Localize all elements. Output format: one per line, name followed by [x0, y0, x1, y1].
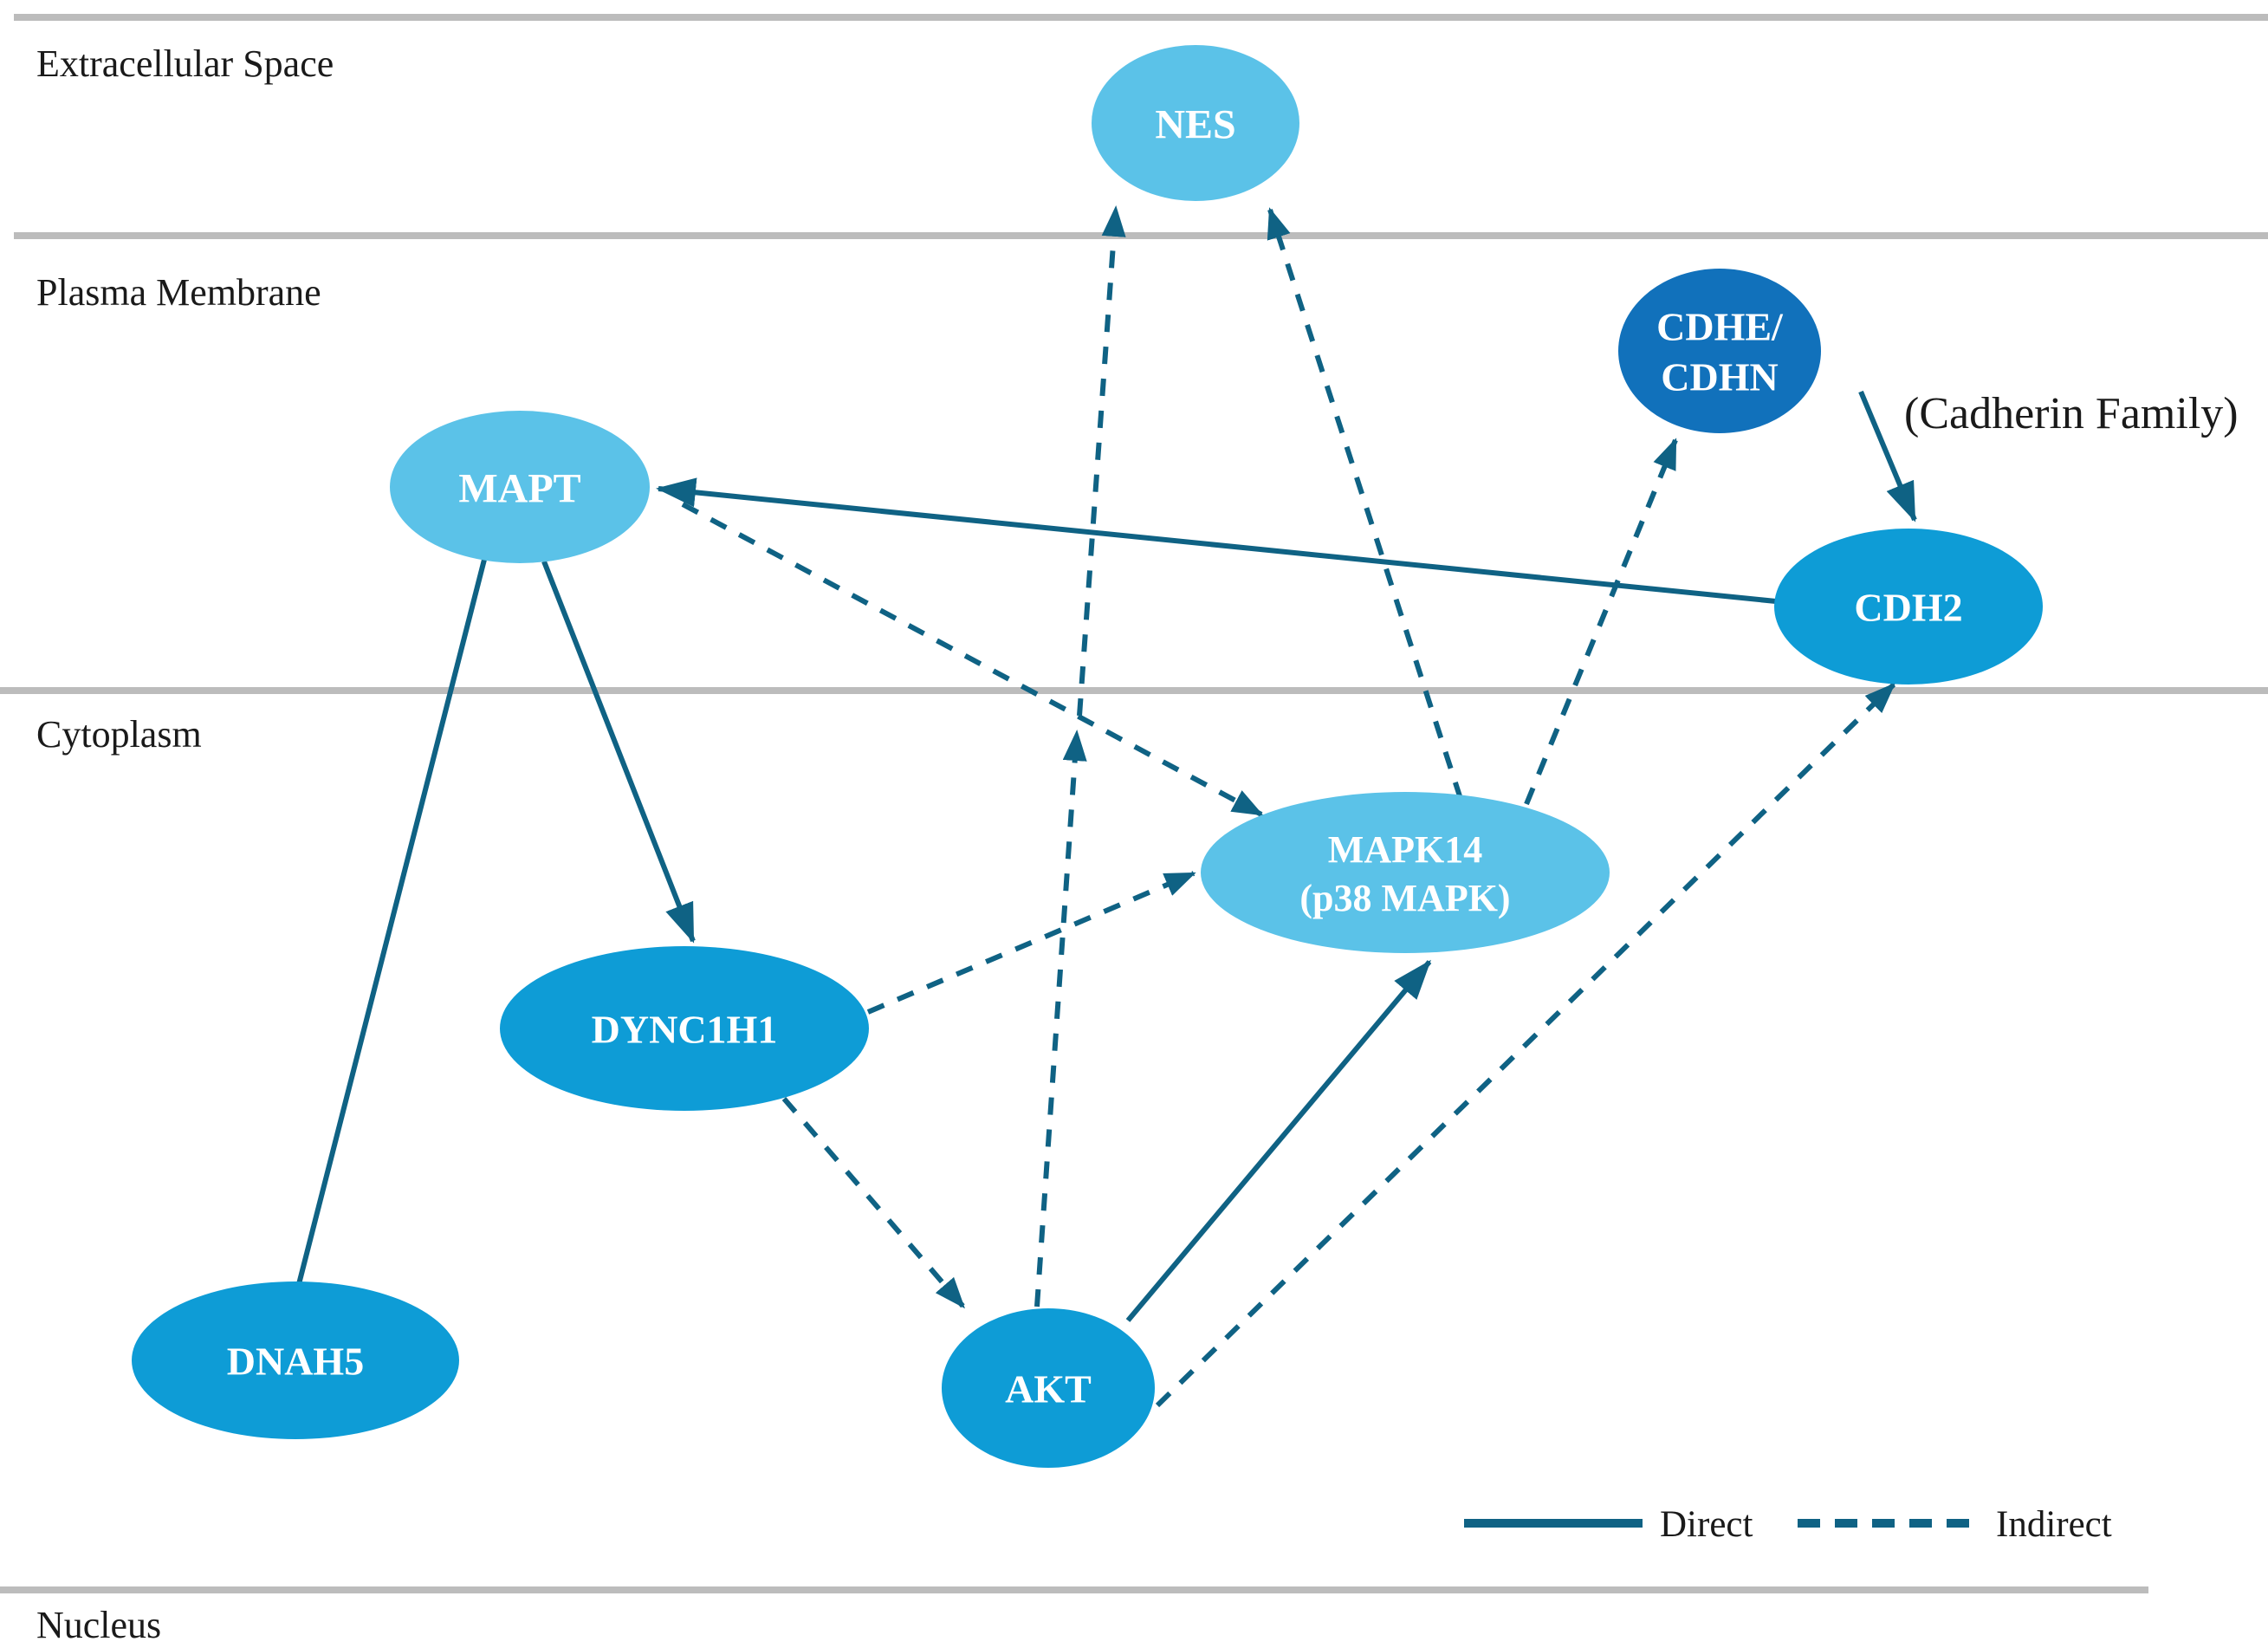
compartment-label-nucleus: Nucleus	[36, 1604, 161, 1646]
edge-indirect-dync1h1-mapk14	[866, 871, 1196, 1015]
node-label-cdhe-cdhn: CDHE/	[1656, 305, 1784, 349]
compartment-label-extracellular-space: Extracellular Space	[36, 42, 334, 85]
edge-indirect-dync1h1-akt	[781, 1097, 966, 1309]
node-ellipse-akt	[942, 1308, 1155, 1468]
cadherin-family-annotation: (Cadherin Family)	[1904, 389, 2239, 438]
edge-indirect-mapt-mapk14	[681, 502, 1264, 817]
node-cdhe-cdhn: CDHE/CDHN	[1618, 269, 1821, 433]
edge-direct-mapt-dync1h1	[541, 560, 696, 944]
edge-direct-cdh2-mapt	[656, 477, 1777, 604]
node-ellipse-nes	[1092, 45, 1299, 201]
legend-direct-label: Direct	[1660, 1504, 1753, 1545]
node-ellipse-cdh2	[1774, 529, 2043, 685]
node-label-mapt: MAPT	[458, 465, 580, 511]
node-dnah5: DNAH5	[132, 1281, 459, 1439]
node-mapt: MAPT	[390, 411, 650, 563]
edge-direct-mapt-dnah5	[296, 555, 488, 1285]
node-label-dnah5: DNAH5	[227, 1340, 364, 1384]
node-ellipse-mapt	[390, 411, 650, 563]
compartment-label-cytoplasm: Cytoplasm	[36, 713, 202, 756]
node-ellipse-cdhe-cdhn	[1618, 269, 1821, 433]
edge-indirect-mapk14-nes	[1267, 207, 1463, 800]
node-label-nes: NES	[1155, 101, 1235, 147]
node-mapk14: MAPK14 (p38 MAPK)	[1201, 792, 1610, 953]
legend-indirect-label: Indirect	[1996, 1504, 2112, 1545]
node-label-cdhe-cdhn: CDHN	[1661, 355, 1778, 399]
edge-indirect-nes-mid-nes	[1077, 205, 1126, 717]
node-label-mapk14: (p38 MAPK)	[1299, 877, 1510, 919]
legend: Direct Indirect	[1464, 1504, 2112, 1545]
node-ellipse-dync1h1	[500, 946, 869, 1111]
node-label-akt: AKT	[1005, 1367, 1092, 1411]
node-cdh2: CDH2	[1774, 529, 2043, 685]
node-ellipse-mapk14	[1201, 792, 1610, 953]
node-label-mapk14: MAPK14	[1328, 828, 1482, 871]
edge-direct-akt-mapk14	[1125, 959, 1432, 1322]
node-akt: AKT	[942, 1308, 1155, 1468]
edge-indirect-akt-cdh2	[1155, 682, 1896, 1408]
node-label-dync1h1: DYNC1H1	[592, 1008, 778, 1052]
node-label-cdh2: CDH2	[1854, 586, 1962, 630]
edge-indirect-mapk14-cdhe-cdhn	[1524, 438, 1678, 806]
edge-direct-cdhe-cdhn-cdh2	[1858, 390, 1917, 522]
node-nes: NES	[1092, 45, 1299, 201]
node-dync1h1: DYNC1H1	[500, 946, 869, 1111]
compartment-label-plasma-membrane: Plasma Membrane	[36, 271, 321, 314]
node-ellipse-dnah5	[132, 1281, 459, 1439]
